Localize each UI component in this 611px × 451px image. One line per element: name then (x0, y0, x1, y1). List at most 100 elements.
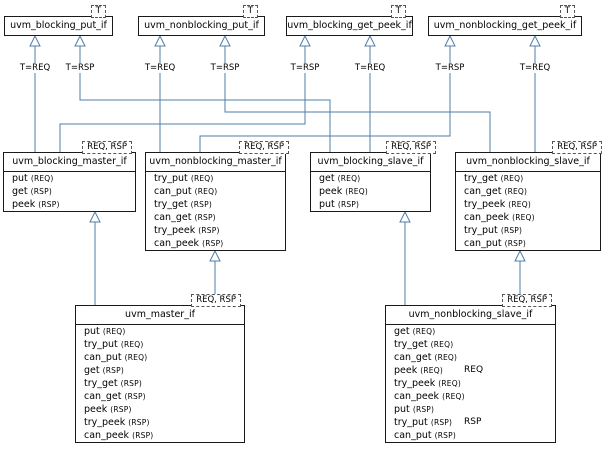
class-member: peek (RSP) (4, 198, 135, 211)
class-member: try_peek (REQ) (386, 377, 555, 390)
member-param: (REQ) (102, 327, 126, 336)
template-params: T (559, 5, 575, 18)
binding-arrowheads (29, 34, 541, 47)
member-list: put (REQ)try_put (REQ)can_put (REQ)get (… (76, 325, 244, 442)
class-member: get (REQ) (386, 325, 555, 338)
class-name: uvm_blocking_master_if (4, 153, 135, 172)
member-param: (RSP) (30, 187, 52, 196)
class-member: try_put (REQ) (146, 172, 285, 185)
template-params: REQ, RSP (502, 294, 552, 307)
member-name: try_peek (394, 378, 436, 389)
generalization-arrow (399, 210, 411, 223)
member-param: (REQ) (504, 187, 528, 196)
member-name: get (12, 186, 28, 197)
member-name: can_get (84, 391, 122, 402)
member-name: peek (84, 404, 108, 415)
class-member: can_put (REQ) (76, 351, 244, 364)
template-params: REQ, RSP (552, 141, 602, 154)
class-member: try_peek (REQ) (456, 198, 600, 211)
class-member: get (RSP) (76, 364, 244, 377)
class-name: uvm_blocking_put_if (10, 20, 107, 31)
member-param: (REQ) (194, 187, 218, 196)
member-param: (REQ) (337, 174, 361, 183)
member-param: (REQ) (345, 187, 368, 196)
member-param: (REQ) (438, 379, 461, 388)
binding-label: T=REQ (17, 63, 53, 73)
binding-label: T=RSP (433, 63, 467, 73)
member-param: (RSP) (434, 431, 456, 440)
binding-label: T=REQ (517, 63, 553, 73)
member-list: get (REQ)peek (REQ)put (RSP) (311, 172, 430, 211)
member-param: (REQ) (508, 200, 531, 209)
class-name: uvm_master_if (76, 306, 244, 325)
generalization-lines (94, 222, 521, 305)
generalization-arrow (529, 34, 541, 47)
generalization-arrow (29, 34, 41, 47)
class-uvm-nonblocking-master-if: REQ, RSP uvm_nonblocking_master_if try_p… (145, 141, 289, 251)
member-name: can_peek (154, 238, 200, 249)
class-member: peek (REQ) (386, 364, 555, 377)
member-name: try_put (394, 417, 428, 428)
template-params: REQ, RSP (82, 141, 132, 154)
member-name: can_put (464, 238, 502, 249)
binding-label: T=RSP (288, 63, 322, 73)
member-name: try_peek (154, 225, 196, 236)
member-param: (RSP) (124, 392, 146, 401)
class-member: try_put (RSP) (386, 416, 555, 429)
template-params: T (390, 5, 406, 18)
member-param: (RSP) (504, 239, 526, 248)
class-member: can_put (RSP) (386, 429, 555, 442)
member-name: can_peek (464, 212, 510, 223)
member-name: can_peek (84, 430, 130, 441)
member-list: try_put (REQ)can_put (REQ) try_get (RSP) c… (146, 172, 285, 250)
class-member: peek (RSP) (76, 403, 244, 416)
class-member: peek (REQ) (311, 185, 430, 198)
member-param: (RSP) (190, 200, 212, 209)
class-member: try_peek (RSP) (76, 416, 244, 429)
generalization-arrow (514, 249, 526, 262)
member-name: try_peek (464, 199, 506, 210)
class-member: try_put (REQ) (76, 338, 244, 351)
class-member: put (REQ) (76, 325, 244, 338)
member-list: try_get (REQ)can_get (REQ)try_peek (REQ)… (456, 172, 600, 250)
member-name: try_get (394, 339, 428, 350)
binding-label: T=RSP (208, 63, 242, 73)
binding-line (79, 46, 331, 152)
class-member: can_get (REQ) (386, 351, 555, 364)
class-member: can_get (RSP) (146, 211, 285, 224)
class-member: can_put (RSP) (456, 237, 600, 250)
class-uvm-master-if: REQ, RSP uvm_master_if put (REQ)try_put … (75, 294, 245, 443)
class-name: uvm_nonblocking_put_if (144, 20, 259, 31)
binding-label: T=RSP (63, 63, 97, 73)
template-params: REQ, RSP (239, 141, 289, 154)
member-name: can_put (154, 186, 192, 197)
member-name: try_put (84, 339, 118, 350)
class-name: uvm_nonblocking_slave_if (456, 153, 600, 172)
member-name: can_get (464, 186, 502, 197)
member-param: (REQ) (412, 327, 436, 336)
class-member: can_peek (RSP) (76, 429, 244, 442)
class-member: try_put (RSP) (456, 224, 600, 237)
member-param: (RSP) (412, 405, 435, 414)
member-name: peek (394, 365, 418, 376)
member-name: get (319, 173, 335, 184)
class-uvm-slave-if: REQ, RSP uvm_nonblocking_slave_if get (R… (385, 294, 556, 443)
class-uvm-nonblocking-get-peek-if: T uvm_nonblocking_get_peek_if (428, 5, 582, 36)
class-uvm-blocking-master-if: REQ, RSP uvm_blocking_master_if put (REQ… (3, 141, 136, 212)
member-name: try_get (154, 199, 188, 210)
member-name: put (12, 173, 28, 184)
binding-line (224, 46, 491, 152)
member-name: can_get (394, 352, 432, 363)
class-uvm-blocking-get-peek-if: T uvm_blocking_get_peek_if (286, 5, 413, 36)
class-member: put (REQ) (4, 172, 135, 185)
generalization-arrow (364, 34, 376, 47)
member-name: put (394, 404, 410, 415)
member-param: (REQ) (434, 353, 458, 362)
class-uvm-blocking-slave-if: REQ, RSP uvm_blocking_slave_if get (REQ)… (310, 141, 436, 212)
class-name: uvm_nonblocking_get_peek_if (433, 20, 577, 31)
generalization-arrow (299, 34, 311, 47)
member-param: (REQ) (190, 174, 214, 183)
member-name: try_get (84, 378, 118, 389)
class-name: uvm_blocking_slave_if (311, 153, 430, 172)
